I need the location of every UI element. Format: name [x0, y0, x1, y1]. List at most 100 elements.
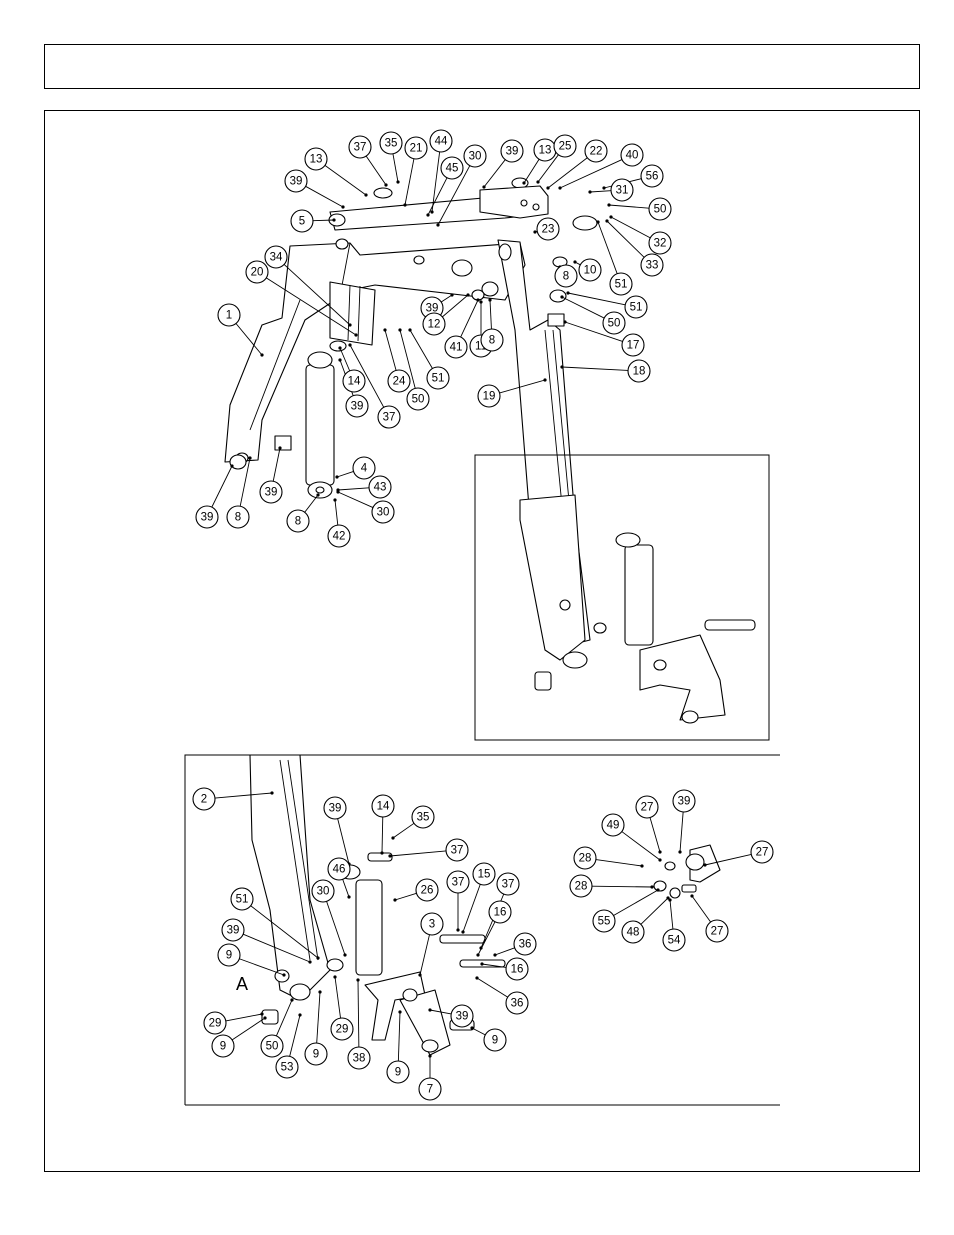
callout-circle — [472, 862, 496, 886]
callout-marker: 37 — [377, 405, 401, 429]
callout-circle — [386, 1060, 410, 1084]
callout-marker: 21 — [404, 136, 428, 160]
callout-leader — [559, 159, 623, 189]
callout-circle — [371, 794, 395, 818]
callout-number: 11 — [475, 341, 487, 353]
washer-51 — [549, 289, 567, 303]
callout-circle — [379, 131, 403, 155]
callout-marker: 39 — [195, 505, 219, 529]
callout-leader-tip — [470, 1026, 474, 1030]
callout-number: 50 — [412, 394, 425, 406]
callout-circle — [211, 1034, 235, 1058]
callout-marker: 8 — [286, 509, 310, 533]
callout-number: 42 — [333, 531, 346, 543]
view-label: A — [236, 974, 248, 994]
callout-leader-tip — [475, 976, 479, 980]
callout-leader-tip — [341, 205, 345, 209]
boom-hole — [335, 238, 349, 250]
callout-number: 50 — [266, 1041, 279, 1053]
callout-circle — [553, 134, 577, 158]
callout-leader-tip — [282, 973, 286, 977]
callout-leader — [537, 154, 559, 183]
pin-15 — [439, 934, 486, 944]
callout-number: 14 — [348, 376, 361, 388]
inset-bushing — [534, 671, 552, 691]
callout-circle — [621, 333, 645, 357]
callout-leader — [404, 158, 415, 206]
callout-leader-tip — [260, 1012, 264, 1016]
callout-marker: 27 — [705, 919, 729, 943]
callout-marker: 9 — [217, 943, 241, 967]
callout-leader — [483, 159, 506, 188]
callout-leader — [334, 976, 341, 1019]
callout-circle — [406, 387, 430, 411]
callout-leader-tip — [270, 791, 274, 795]
callout-circle — [640, 164, 664, 188]
callout-leader — [392, 822, 415, 839]
callout-marker: 23 — [536, 217, 560, 241]
callout-circle — [648, 231, 672, 255]
callout-leader — [489, 299, 492, 330]
callout-marker: 36 — [513, 932, 537, 956]
callout-leader — [305, 185, 344, 208]
callout-leader — [339, 347, 351, 372]
callout-marker: 31 — [610, 178, 634, 202]
callout-number: 39 — [290, 176, 303, 188]
bushing-center — [481, 281, 499, 297]
callout-marker: 39 — [345, 394, 369, 418]
arm-2-ring — [289, 983, 311, 1001]
callout-leader — [481, 963, 507, 968]
callout-leader-tip — [343, 953, 347, 957]
callout-marker: 50 — [260, 1034, 284, 1058]
callout-leader — [399, 329, 416, 389]
callout-number: 34 — [270, 252, 283, 264]
inset-arm — [519, 494, 586, 661]
arm-2-rod — [287, 759, 319, 961]
callout-number: 9 — [313, 1049, 319, 1061]
callout-leader-tip — [656, 888, 660, 892]
top-pin-13 — [373, 187, 393, 199]
callout-marker: 39 — [323, 796, 347, 820]
callout-circle — [311, 879, 335, 903]
callout-circle — [377, 405, 401, 429]
callout-circle — [500, 139, 524, 163]
callout-marker: 53 — [275, 1055, 299, 1079]
callout-circle — [440, 156, 464, 180]
callout-leader — [357, 979, 360, 1048]
callout-marker: 51 — [624, 295, 648, 319]
callout-circle — [429, 129, 453, 153]
callout-leader — [437, 165, 471, 226]
callout-leader — [691, 895, 711, 923]
callout-leader — [608, 204, 650, 209]
callout-leader — [239, 457, 251, 507]
callout-circle — [592, 909, 616, 933]
callout-number: 29 — [336, 1024, 349, 1036]
callout-leader-tip — [596, 220, 600, 224]
callout-leader — [442, 294, 469, 318]
callout-leader-tip — [588, 190, 592, 194]
callout-number: 39 — [265, 487, 278, 499]
callout-circle — [230, 887, 254, 911]
callout-number: 53 — [281, 1062, 294, 1074]
callout-circle — [609, 272, 633, 296]
callout-leader-tip — [536, 180, 540, 184]
callout-leader — [429, 1009, 452, 1015]
callout-number: 15 — [478, 869, 491, 881]
boom-edge — [249, 299, 301, 431]
callout-number: 39 — [678, 796, 691, 808]
callout-marker: 19 — [477, 384, 501, 408]
callout-leader-tip — [456, 928, 460, 932]
boom-hole — [413, 255, 425, 265]
callout-leader-tip — [607, 203, 611, 207]
callout-leader — [342, 879, 350, 898]
callout-marker: 29 — [203, 1011, 227, 1035]
callout-circle — [217, 943, 241, 967]
inset-pin — [704, 619, 756, 631]
callout-leader-tip — [332, 218, 336, 222]
callout-marker: 16 — [505, 957, 529, 981]
callout-marker: 45 — [440, 156, 464, 180]
callout-leader-tip — [333, 498, 337, 502]
callout-circle — [635, 795, 659, 819]
callout-circle — [352, 456, 376, 480]
callout-leader-tip — [573, 260, 577, 264]
